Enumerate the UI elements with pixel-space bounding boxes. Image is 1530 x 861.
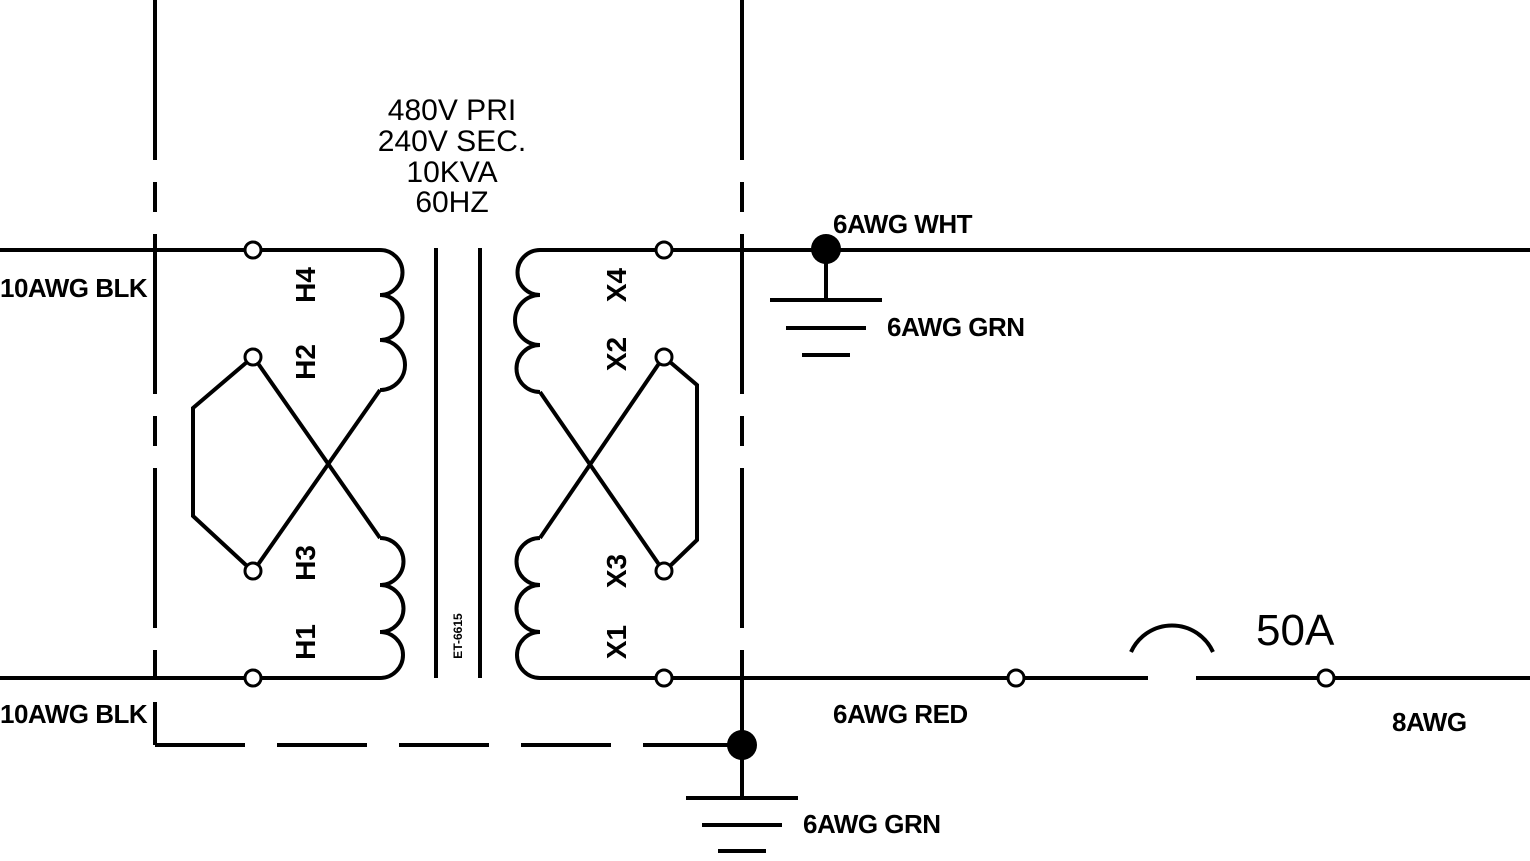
terminal-x2-circle xyxy=(654,347,674,367)
neutral-junction-dot xyxy=(811,234,841,264)
label-h2: H2 xyxy=(290,344,321,380)
secondary-coil-lower xyxy=(514,536,541,680)
neutral-ground-symbol xyxy=(770,250,882,357)
wire-label-secondary-neutral: 6AWG WHT xyxy=(833,209,973,239)
breaker-terminal-out xyxy=(1316,668,1336,688)
spec-line-rating: 10KVA xyxy=(406,156,497,189)
label-x4: X4 xyxy=(601,267,632,302)
terminal-x3-circle xyxy=(654,561,674,581)
secondary-jumpers xyxy=(538,360,699,568)
label-x1: X1 xyxy=(601,625,632,659)
secondary-coil-upper xyxy=(513,248,541,394)
wire-label-primary-top: 10AWG BLK xyxy=(0,273,148,303)
breaker-terminal-in xyxy=(1006,668,1026,688)
label-x2: X2 xyxy=(601,337,632,371)
secondary-wires xyxy=(540,248,1530,680)
wire-label-neutral-ground: 6AWG GRN xyxy=(887,312,1025,342)
terminal-h3-circle xyxy=(243,561,263,581)
terminal-h1-circle xyxy=(243,668,263,688)
label-h3: H3 xyxy=(290,545,321,581)
transformer-model: ET-6615 xyxy=(451,613,465,659)
spec-line-secondary: 240V SEC. xyxy=(378,125,526,158)
label-h1: H1 xyxy=(290,624,321,660)
spec-line-frequency: 60HZ xyxy=(415,186,488,219)
terminal-h4-circle xyxy=(243,240,263,260)
spec-line-primary: 480V PRI xyxy=(388,94,516,127)
wire-label-secondary-hot: 6AWG RED xyxy=(833,699,968,729)
primary-jumpers xyxy=(191,360,382,568)
wire-label-enclosure-ground: 6AWG GRN xyxy=(803,809,941,839)
ground-junction-dot xyxy=(727,730,757,760)
wire-label-primary-bottom: 10AWG BLK xyxy=(0,699,148,729)
terminal-x4-circle xyxy=(654,240,674,260)
primary-wires xyxy=(0,248,380,680)
breaker-rating: 50A xyxy=(1256,606,1335,655)
enclosure-outline xyxy=(153,0,744,747)
terminal-x1-circle xyxy=(654,668,674,688)
label-h4: H4 xyxy=(290,267,321,303)
terminal-h2-circle xyxy=(243,347,263,367)
wire-label-load-out: 8AWG xyxy=(1392,707,1467,737)
primary-coil-upper xyxy=(379,248,407,392)
primary-coil-lower xyxy=(379,536,406,680)
label-x3: X3 xyxy=(601,554,632,588)
breaker-arc xyxy=(1129,623,1215,653)
enclosure-ground-symbol xyxy=(686,745,798,853)
